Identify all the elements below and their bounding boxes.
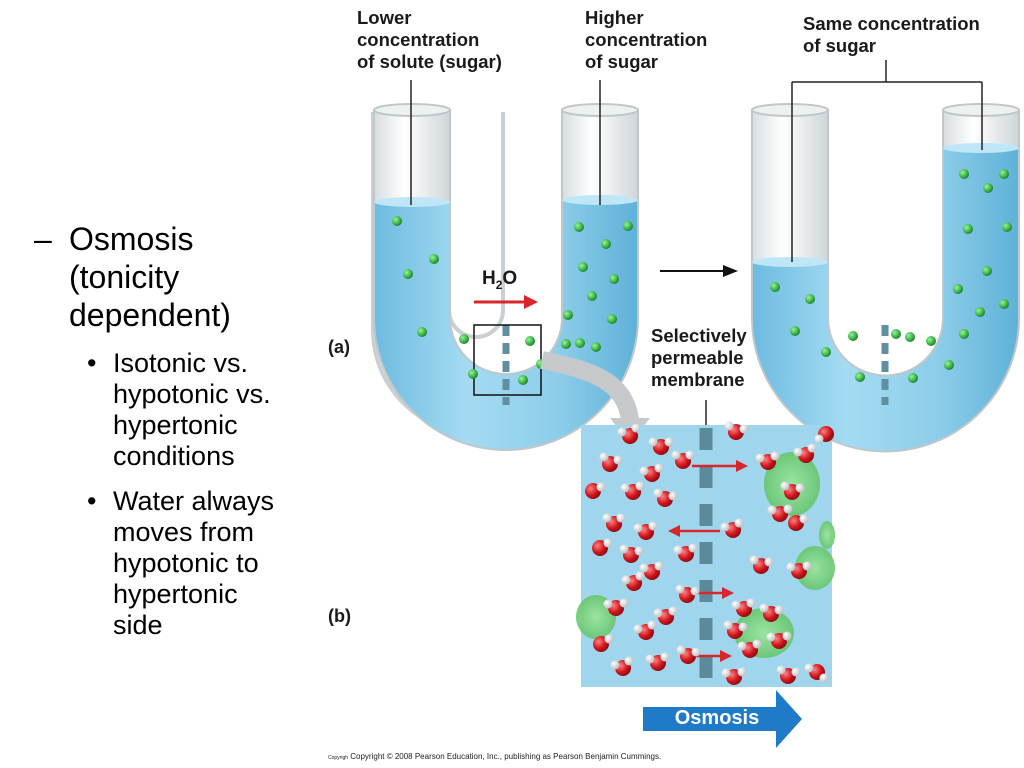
- label-line: of sugar: [803, 35, 876, 56]
- label-membrane: Selectively permeable membrane: [651, 325, 747, 391]
- label-same-concentration: Same concentration of sugar: [803, 13, 980, 57]
- u-tube-b: [751, 60, 1020, 453]
- label-higher-concentration: Higher concentration of sugar: [585, 7, 707, 73]
- bullet-line: Water always: [113, 486, 275, 516]
- bullet-line: hypertonic: [113, 579, 238, 609]
- label-line: membrane: [651, 369, 745, 390]
- panel-label-b: (b): [328, 606, 351, 626]
- label-line: Higher: [585, 7, 644, 28]
- bullet-line: side: [113, 610, 163, 640]
- bullet-list: – Osmosis (tonicity dependent) • Isotoni…: [34, 220, 324, 641]
- bullet-osmosis: – Osmosis (tonicity dependent): [34, 220, 324, 334]
- u-tube-a: [373, 80, 639, 451]
- label-line: Same concentration: [803, 13, 980, 34]
- label-line: Selectively: [651, 325, 747, 346]
- sub-bullet-tonicity: • Isotonic vs. hypotonic vs. hypertonic …: [34, 348, 324, 472]
- bullet-line: Isotonic vs.: [113, 348, 249, 378]
- label-line: of sugar: [585, 51, 658, 72]
- osmosis-arrow-label: Osmosis: [674, 707, 760, 729]
- water-flow-arrows: [668, 460, 748, 662]
- label-lower-concentration: Lower concentration of solute (sugar): [357, 7, 502, 73]
- bullet-line: hypotonic vs.: [113, 379, 271, 409]
- water-o: O: [502, 268, 518, 289]
- bullet-line: Osmosis: [69, 221, 194, 257]
- bullet-line: hypertonic: [113, 410, 238, 440]
- bullet-line: dependent): [69, 297, 231, 333]
- label-line: concentration: [357, 29, 480, 50]
- sub-bullet-water: • Water always moves from hypotonic to h…: [34, 486, 324, 641]
- copyright-text: Copyright © 2008 Pearson Education, Inc.…: [350, 752, 662, 761]
- bullet-marker: •: [87, 348, 97, 378]
- label-line: permeable: [651, 347, 744, 368]
- bullet-line: hypotonic to: [113, 548, 259, 578]
- water-h: H: [482, 268, 496, 289]
- bullet-marker: •: [87, 486, 97, 516]
- dash-marker: –: [34, 221, 52, 257]
- bullet-line: moves from: [113, 517, 255, 547]
- copyright: Copyrigh Copyright © 2008 Pearson Educat…: [328, 752, 661, 761]
- water-sub: 2: [495, 277, 503, 292]
- osmosis-arrow: [643, 690, 802, 748]
- copyright-prefix: Copyrigh: [328, 755, 349, 761]
- bullet-line: conditions: [113, 441, 235, 471]
- label-line: of solute (sugar): [357, 51, 502, 72]
- label-line: Lower: [357, 7, 412, 28]
- water-label: H2O: [482, 268, 517, 296]
- bullet-line: (tonicity: [69, 259, 180, 295]
- label-line: concentration: [585, 29, 708, 50]
- water-molecules: [585, 421, 834, 685]
- zoom-panel: [576, 421, 835, 687]
- panel-label-a: (a): [328, 337, 350, 357]
